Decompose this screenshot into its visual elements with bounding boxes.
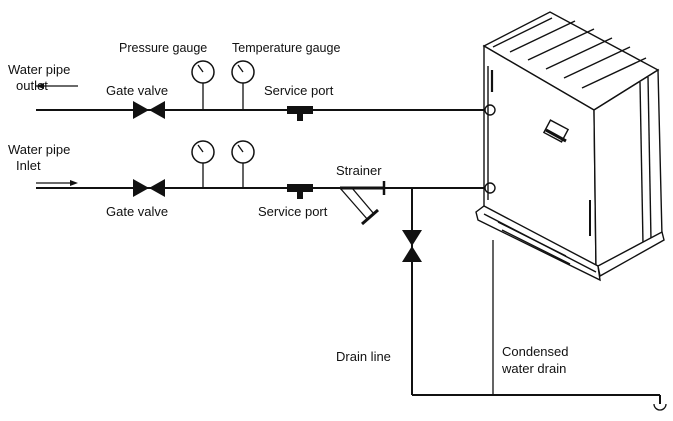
condensed-label-line1: Condensed (502, 344, 569, 359)
inlet-label-line2: Inlet (16, 158, 41, 173)
outlet-label-line2: outlet (16, 78, 48, 93)
temperature-gauge-label: Temperature gauge (232, 41, 340, 55)
drain-line-label: Drain line (336, 349, 391, 364)
pressure-gauge-label: Pressure gauge (119, 41, 207, 55)
service-port-outlet-icon (287, 106, 313, 121)
condensed-label-line2: water drain (501, 361, 566, 376)
pressure-gauge-inlet-icon (191, 140, 215, 188)
drain-outlet-icon (653, 395, 667, 411)
gate-valve-inlet-icon (133, 179, 165, 197)
temperature-gauge-inlet-icon (231, 140, 255, 188)
drain-valve-icon (402, 230, 422, 262)
outlet-flow-arrow (36, 83, 78, 89)
inlet-flow-arrow (36, 180, 78, 186)
outlet-label-line1: Water pipe (8, 62, 70, 77)
temperature-gauge-outlet-icon (231, 60, 255, 110)
pressure-gauge-outlet-icon (191, 60, 215, 110)
service-port-bottom-label: Service port (258, 204, 328, 219)
inlet-label-line1: Water pipe (8, 142, 70, 157)
gate-valve-outlet-icon (133, 101, 165, 119)
strainer-icon (339, 181, 386, 226)
gate-valve-bottom-label: Gate valve (106, 204, 168, 219)
service-port-top-label: Service port (264, 83, 334, 98)
strainer-label: Strainer (336, 163, 382, 178)
gate-valve-top-label: Gate valve (106, 83, 168, 98)
outdoor-unit-icon (475, 11, 665, 282)
service-port-inlet-icon (287, 184, 313, 199)
